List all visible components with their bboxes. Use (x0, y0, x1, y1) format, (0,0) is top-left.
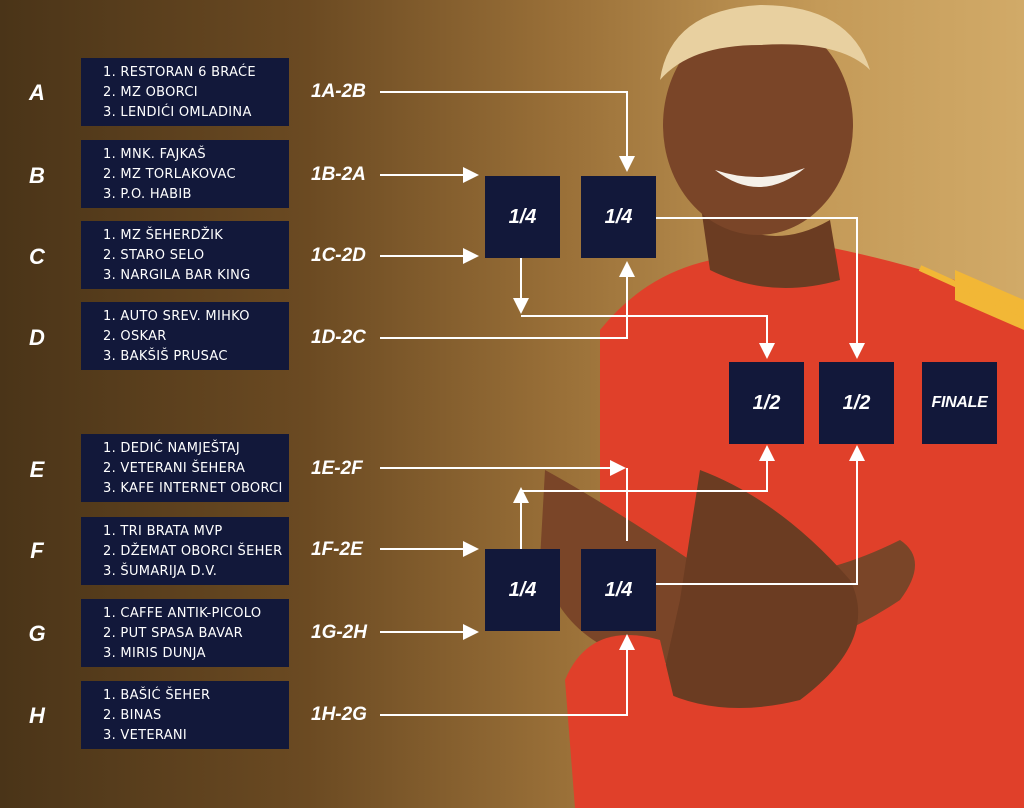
semifinal-box-1: 1/2 (729, 362, 804, 444)
bracket-line (521, 445, 775, 492)
match-label: 1G-2H (311, 622, 367, 643)
player-smile (715, 168, 805, 188)
quarterfinal-box-4: 1/4 (581, 549, 656, 631)
team-name: 1. BAŠIĆ ŠEHER (103, 688, 211, 703)
team-name: 2. STARO SELO (103, 248, 205, 263)
match-label: 1H-2G (311, 704, 367, 725)
group-letter: B (29, 163, 45, 188)
team-name: 1. RESTORAN 6 BRAĆE (103, 65, 256, 80)
team-name: 1. MZ ŠEHERDŽIK (103, 228, 224, 243)
group-letter: C (29, 244, 45, 269)
group-team-list: 1. DEDIĆ NAMJEŠTAJ 2. VETERANI ŠEHERA 3.… (81, 434, 289, 502)
group-letter: H (29, 703, 45, 728)
bracket-line (380, 634, 635, 716)
group-letter: A (29, 80, 45, 105)
team-name: 2. DŽEMAT OBORCI ŠEHER (103, 544, 283, 559)
group-team-list: 1. TRI BRATA MVP 2. DŽEMAT OBORCI ŠEHER … (81, 517, 289, 585)
group-team-list: 1. MZ ŠEHERDŽIK 2. STARO SELO 3. NARGILA… (81, 221, 289, 289)
team-name: 2. MZ OBORCI (103, 85, 198, 100)
team-name: 3. MIRIS DUNJA (103, 646, 206, 661)
player-face (663, 15, 853, 235)
bracket-line (521, 315, 775, 359)
team-name: 2. OSKAR (103, 329, 167, 344)
group-team-list: 1. CAFFE ANTIK-PICOLO 2. PUT SPASA BAVAR… (81, 599, 289, 667)
team-name: 1. TRI BRATA MVP (103, 524, 223, 539)
match-label: 1D-2C (311, 327, 366, 348)
team-name: 1. MNK. FAJKAŠ (103, 147, 206, 162)
player-sleeve (565, 635, 700, 808)
team-name: 3. NARGILA BAR KING (103, 268, 251, 283)
group-letter: E (29, 457, 45, 482)
player-hair (660, 5, 870, 80)
team-name: 3. VETERANI (103, 728, 188, 743)
group-letter: D (29, 325, 45, 350)
jersey-stripe (918, 265, 1024, 318)
group-team-list: 1. AUTO SREV. MIHKO 2. OSKAR 3. BAKŠIŠ P… (81, 302, 289, 370)
team-name: 3. BAKŠIŠ PRUSAC (103, 349, 228, 364)
team-name: 3. P.O. HABIB (103, 187, 192, 202)
team-name: 1. AUTO SREV. MIHKO (103, 309, 250, 324)
team-name: 2. MZ TORLAKOVAC (103, 167, 236, 182)
player-neck (700, 200, 840, 288)
group-letter: G (28, 621, 46, 646)
final-box: FINALE (922, 362, 997, 444)
quarterfinal-box-1: 1/4 (485, 176, 560, 258)
match-label: 1B-2A (311, 164, 366, 185)
match-label: 1E-2F (311, 458, 363, 479)
group-team-list: 1. MNK. FAJKAŠ 2. MZ TORLAKOVAC 3. P.O. … (81, 140, 289, 208)
team-name: 1. DEDIĆ NAMJEŠTAJ (103, 441, 241, 456)
group-team-list: 1. RESTORAN 6 BRAĆE 2. MZ OBORCI 3. LEND… (81, 58, 289, 126)
team-name: 1. CAFFE ANTIK-PICOLO (103, 606, 262, 621)
group-letter: F (30, 538, 44, 563)
bracket-line (380, 261, 635, 339)
team-name: 3. KAFE INTERNET OBORCI (103, 481, 283, 496)
team-name: 2. VETERANI ŠEHERA (103, 461, 246, 476)
bracket-line (656, 217, 865, 359)
match-label: 1F-2E (311, 539, 363, 560)
bracket-line (380, 91, 635, 172)
player-arms (660, 470, 859, 708)
bracket-line (656, 445, 865, 585)
team-name: 3. ŠUMARIJA D.V. (103, 564, 218, 579)
match-label: 1C-2D (311, 245, 366, 266)
team-name: 2. PUT SPASA BAVAR (103, 626, 244, 641)
semifinal-box-2: 1/2 (819, 362, 894, 444)
quarterfinal-box-3: 1/4 (485, 549, 560, 631)
match-label: 1A-2B (311, 81, 366, 102)
team-name: 3. LENDIĆI OMLADINA (103, 105, 252, 120)
quarterfinal-box-2: 1/4 (581, 176, 656, 258)
team-name: 2. BINAS (103, 708, 162, 723)
group-team-list: 1. BAŠIĆ ŠEHER 2. BINAS 3. VETERANI (81, 681, 289, 749)
